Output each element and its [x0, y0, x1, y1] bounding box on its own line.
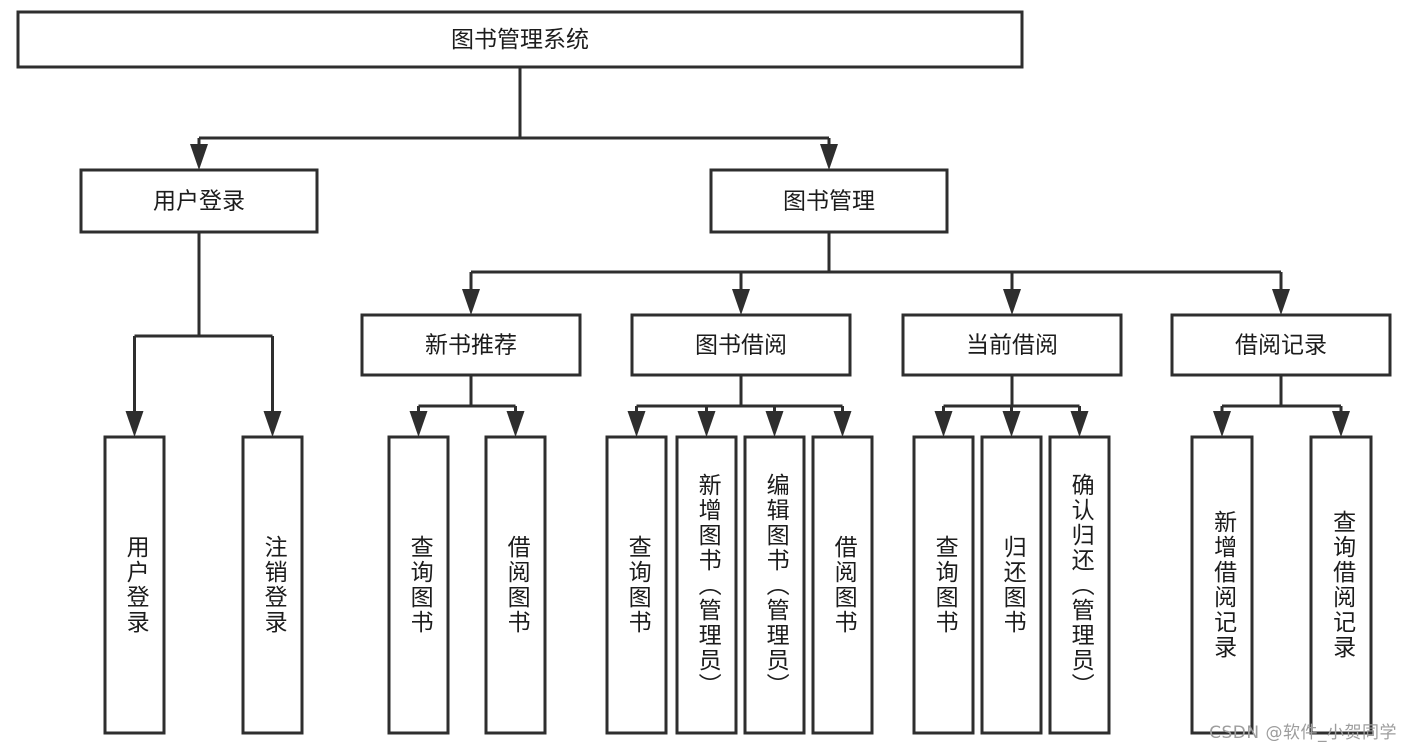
node-box-root[interactable]: [16, 10, 1024, 69]
boxes-layer: [16, 10, 1392, 735]
edge-arrowhead-book-borrow: [732, 289, 750, 315]
node-label-user-login: 用户登录: [153, 189, 245, 215]
node-box-leaf-add-book[interactable]: [675, 435, 738, 735]
edge-arrowhead-leaf-query-book-3: [934, 411, 953, 437]
node-label-book-manage: 图书管理: [783, 189, 875, 215]
edge-arrowhead-borrow-record: [1272, 289, 1290, 315]
node-box-book-manage[interactable]: [709, 168, 949, 234]
node-box-leaf-query-book-1[interactable]: [387, 435, 450, 735]
edge-arrowhead-leaf-return-book: [1002, 411, 1021, 437]
edge-arrowhead-leaf-user-login: [125, 411, 144, 437]
edges-layer: [125, 67, 1350, 437]
edge-arrowhead-leaf-edit-book: [765, 411, 784, 437]
edge-arrowhead-leaf-query-record: [1332, 411, 1350, 437]
edge-arrowhead-leaf-add-book: [697, 411, 716, 437]
edge-arrowhead-current-borrow: [1003, 289, 1021, 315]
edge-arrowhead-leaf-query-book-2: [627, 411, 646, 437]
node-box-leaf-user-logout[interactable]: [241, 435, 304, 735]
node-box-leaf-query-book-3[interactable]: [912, 435, 975, 735]
node-label-current-borrow: 当前借阅: [966, 333, 1058, 359]
node-box-leaf-borrow-book-2[interactable]: [811, 435, 874, 735]
node-box-leaf-query-record[interactable]: [1309, 435, 1373, 735]
node-box-book-borrow[interactable]: [630, 313, 852, 377]
edge-arrowhead-leaf-user-logout: [263, 411, 282, 437]
edge-arrowhead-book-manage: [820, 144, 838, 170]
node-box-borrow-record[interactable]: [1170, 313, 1392, 377]
node-box-leaf-user-login[interactable]: [103, 435, 166, 735]
node-box-leaf-edit-book[interactable]: [743, 435, 806, 735]
node-box-new-book-rec[interactable]: [360, 313, 582, 377]
node-box-leaf-add-record[interactable]: [1190, 435, 1254, 735]
node-box-leaf-query-book-2[interactable]: [605, 435, 668, 735]
node-label-book-borrow: 图书借阅: [695, 333, 787, 359]
node-label-new-book-rec: 新书推荐: [425, 333, 517, 359]
edge-arrowhead-leaf-borrow-book-1: [506, 411, 525, 437]
edge-arrowhead-user-login: [190, 144, 208, 170]
node-box-leaf-borrow-book-1[interactable]: [484, 435, 547, 735]
edge-arrowhead-leaf-borrow-book-2: [833, 411, 852, 437]
node-label-borrow-record: 借阅记录: [1235, 333, 1327, 359]
node-box-leaf-return-book[interactable]: [980, 435, 1043, 735]
edge-arrowhead-leaf-add-record: [1213, 411, 1231, 437]
node-box-leaf-confirm-return[interactable]: [1048, 435, 1111, 735]
edge-arrowhead-new-book-rec: [462, 289, 480, 315]
node-box-user-login[interactable]: [79, 168, 319, 234]
watermark-text: CSDN @软件_小贺同学: [1209, 723, 1397, 743]
edge-arrowhead-leaf-confirm-return: [1070, 411, 1089, 437]
node-label-root: 图书管理系统: [451, 27, 589, 53]
node-box-current-borrow[interactable]: [901, 313, 1123, 377]
edge-arrowhead-leaf-query-book-1: [409, 411, 428, 437]
